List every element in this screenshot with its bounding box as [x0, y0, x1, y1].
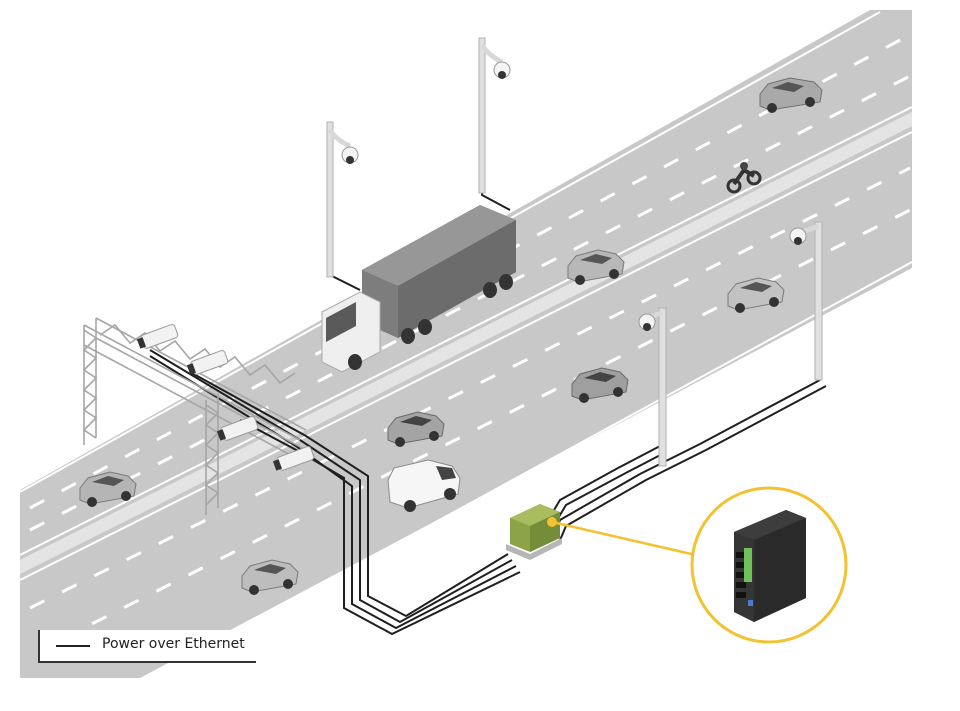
edge-line [19, 131, 913, 581]
bullet-camera-icon [136, 324, 179, 349]
bullet-camera-icon [186, 350, 229, 375]
van-icon [387, 459, 461, 512]
camera-pole [326, 121, 359, 278]
car-icon [241, 559, 299, 595]
legend-label: Power over Ethernet [102, 636, 245, 652]
truck-icon [321, 205, 516, 373]
edge-line [149, 261, 913, 679]
car-icon [727, 277, 785, 313]
roadside-cabinet-icon [506, 504, 562, 560]
car-icon [79, 471, 137, 507]
legend-line-swatch [56, 645, 90, 647]
edge-line [19, 106, 913, 556]
vehicles [79, 77, 823, 595]
carriageway-lower [20, 126, 912, 678]
camera-pole [478, 37, 511, 194]
callout-dot [547, 517, 557, 527]
bullet-camera-icon [272, 446, 315, 471]
bullet-camera-icon [216, 416, 259, 441]
overhead-gantry [82, 317, 307, 515]
median-barrier [20, 112, 912, 574]
bullet-cameras [136, 324, 315, 471]
network-switch-icon [734, 510, 806, 622]
car-icon [387, 411, 445, 447]
callout-line [551, 520, 701, 558]
motorcycle-icon [726, 162, 762, 194]
switch-callout [690, 486, 848, 644]
car-icon [571, 367, 629, 403]
camera-pole [789, 221, 823, 381]
car-icon [567, 249, 625, 285]
legend: Power over Ethernet [38, 630, 256, 663]
camera-pole [638, 307, 667, 467]
ptz-camera-poles [326, 37, 823, 467]
car-icon [759, 77, 823, 113]
